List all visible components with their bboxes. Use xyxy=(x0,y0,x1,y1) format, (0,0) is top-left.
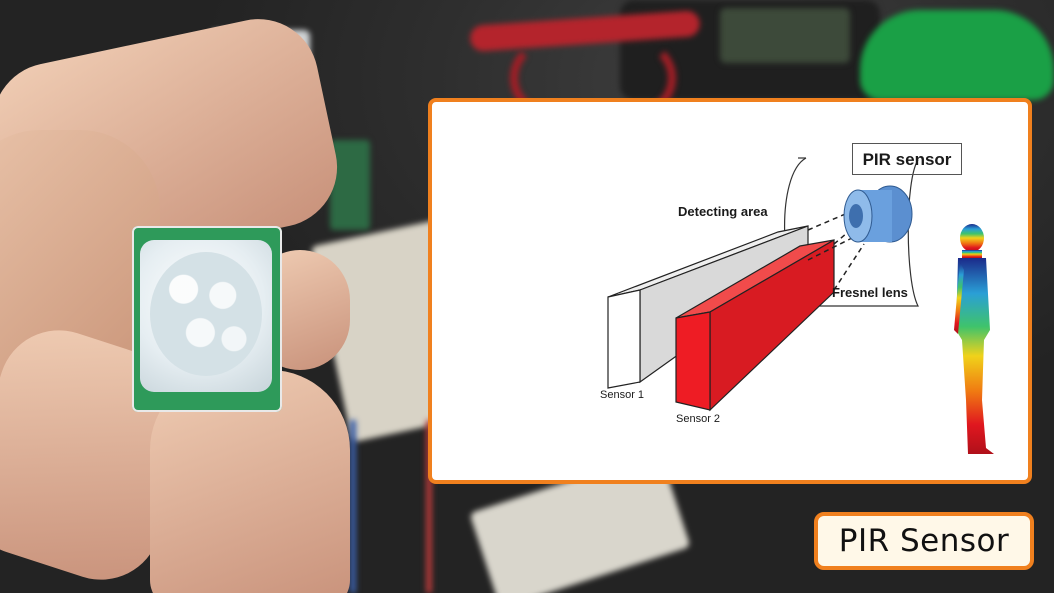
caption-box: PIR Sensor xyxy=(814,512,1034,570)
fresnel-lens-label: Fresnel lens xyxy=(832,285,908,300)
dash-line-2 xyxy=(807,237,853,261)
human-thermal-figure xyxy=(954,224,994,454)
dash-line-1 xyxy=(807,211,851,231)
fresnel-dome-facets xyxy=(150,252,262,376)
sensor-2-front xyxy=(675,311,711,411)
module-board xyxy=(330,140,370,230)
sensor-1-front xyxy=(607,289,641,389)
sensor-1-label: Sensor 1 xyxy=(600,389,645,401)
caption-title: PIR Sensor xyxy=(838,523,1010,559)
green-toy xyxy=(860,10,1054,100)
pir-sensor-label: PIR sensor xyxy=(852,143,962,175)
detecting-area-label: Detecting area xyxy=(678,204,768,219)
pir-cylinder-window xyxy=(849,204,863,228)
wires xyxy=(350,420,432,593)
sensor-2-label: Sensor 2 xyxy=(676,413,721,425)
dash-line-4 xyxy=(833,243,865,291)
multimeter-display xyxy=(720,8,850,63)
pir-diagram xyxy=(607,157,994,454)
